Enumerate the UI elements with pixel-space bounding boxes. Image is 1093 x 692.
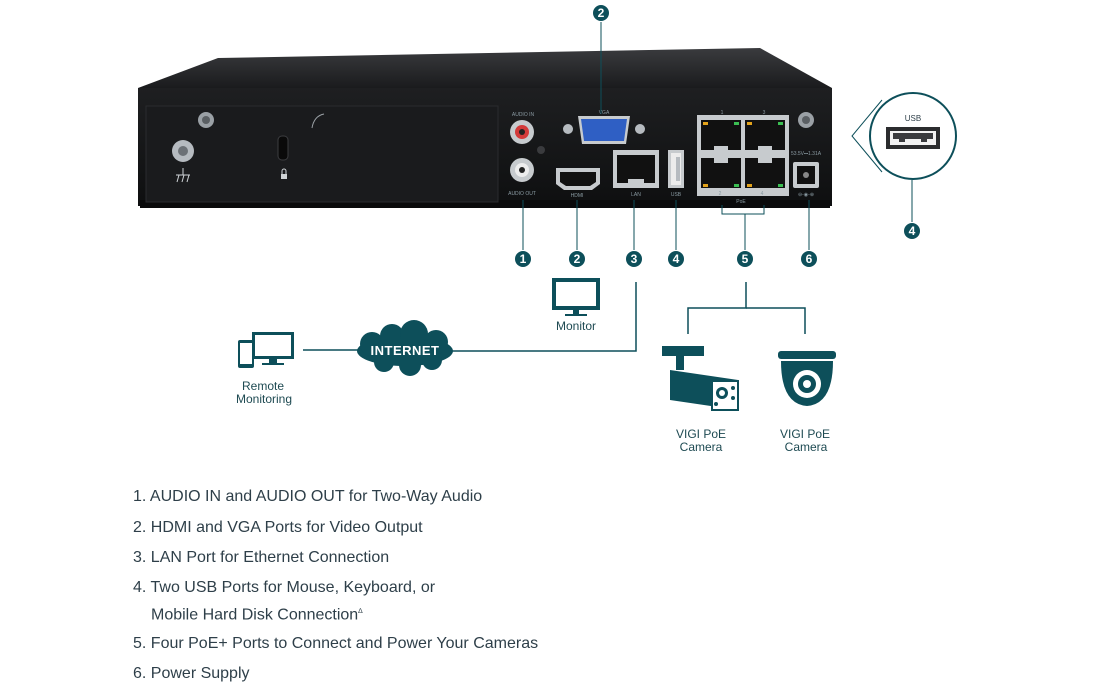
- screw-icon: [198, 112, 214, 128]
- callout-2-top: 2: [593, 5, 609, 114]
- feature-item: 1. AUDIO IN and AUDIO OUT for Two-Way Au…: [133, 488, 483, 505]
- callout-2: 2: [569, 200, 585, 267]
- remote-label-line1: Remote: [242, 379, 284, 393]
- monitor-label: Monitor: [556, 319, 596, 333]
- usb-zoom-label: USB: [905, 114, 921, 123]
- usb-zoom-callout: USB 4: [851, 92, 957, 239]
- camera2-label-line1: VIGI PoE: [780, 427, 830, 441]
- remote-devices-icon: [238, 332, 294, 368]
- polarity-icon: ⊖-◉-⊕: [798, 192, 814, 198]
- usb-label: USB: [671, 192, 682, 198]
- poe-label: PoE: [736, 199, 746, 205]
- camera1-label-line2: Camera: [680, 440, 723, 454]
- power-jack[interactable]: [793, 162, 819, 188]
- poe-port-1[interactable]: [701, 120, 741, 151]
- hdmi-port[interactable]: [556, 168, 600, 190]
- feature-item: 2. HDMI and VGA Ports for Video Output: [133, 518, 423, 536]
- callout-4: 4: [668, 200, 684, 267]
- svg-text:2: 2: [574, 252, 581, 266]
- vga-port[interactable]: [563, 116, 645, 144]
- callout-5: 5: [721, 205, 765, 267]
- lan-port[interactable]: [613, 150, 659, 188]
- feature-list: 1. AUDIO IN and AUDIO OUT for Two-Way Au…: [133, 484, 538, 692]
- camera-split-line: [687, 282, 747, 334]
- poe-port-3[interactable]: [745, 120, 785, 151]
- callout-3: 3: [626, 200, 642, 267]
- screw-icon: [798, 112, 814, 128]
- hdmi-label: HDMI: [571, 193, 584, 199]
- nvr-device: AUDIO IN AUDIO OUT VGA HDMI: [138, 48, 832, 208]
- feature-item: 5. Four PoE+ Ports to Connect and Power …: [133, 634, 539, 652]
- poe-port-number: 4: [761, 191, 764, 197]
- bullet-camera-icon: [662, 346, 739, 411]
- feature-item-line2: Mobile Hard Disk Connection∆: [133, 600, 538, 627]
- svg-text:4: 4: [909, 224, 916, 238]
- vga-label: VGA: [599, 110, 610, 116]
- lock-icon: [277, 135, 289, 179]
- internet-cloud-icon: INTERNET: [357, 320, 453, 376]
- feature-item: 6. Power Supply: [133, 665, 250, 682]
- svg-text:3: 3: [631, 252, 638, 266]
- svg-text:6: 6: [806, 252, 813, 266]
- dome-camera-icon: [778, 351, 836, 406]
- poe-port-number: 1: [721, 110, 724, 116]
- svg-text:1: 1: [520, 252, 527, 266]
- usb-port-icon: [886, 127, 940, 149]
- feature-item-line2-text: Mobile Hard Disk Connection: [151, 605, 359, 623]
- footnote-mark: ∆: [358, 607, 363, 615]
- audio-in-label: AUDIO IN: [512, 112, 535, 118]
- poe-port-number: 2: [719, 191, 722, 197]
- power-rating-label: 53.5V⎓1.31A: [791, 151, 822, 157]
- audio-out-label: AUDIO OUT: [508, 191, 536, 197]
- internet-label: INTERNET: [371, 343, 440, 358]
- ground-icon: [172, 140, 194, 183]
- feature-item: 4. Two USB Ports for Mouse, Keyboard, or…: [133, 576, 538, 631]
- audio-out-jack[interactable]: [510, 158, 534, 182]
- remote-label-line2: Monitoring: [236, 392, 292, 406]
- camera2-label-line2: Camera: [785, 440, 828, 454]
- poe-port-4[interactable]: [745, 158, 785, 188]
- svg-text:5: 5: [742, 252, 749, 266]
- lan-connection-line: [452, 282, 637, 352]
- audio-in-jack[interactable]: [510, 120, 534, 144]
- monitor-icon: [552, 278, 600, 316]
- callout-1: 1: [515, 200, 531, 267]
- callout-6: 6: [801, 200, 817, 267]
- poe-port-number: 3: [763, 110, 766, 116]
- lan-label: LAN: [631, 192, 641, 198]
- poe-port-2[interactable]: [701, 158, 741, 188]
- usb-port[interactable]: [668, 150, 684, 188]
- camera-split-line-right: [746, 307, 806, 334]
- svg-text:4: 4: [673, 252, 680, 266]
- device-top-panel: [138, 48, 832, 88]
- feature-item: 3. LAN Port for Ethernet Connection: [133, 549, 390, 566]
- nvr-connection-diagram: AUDIO IN AUDIO OUT VGA HDMI: [138, 5, 957, 454]
- svg-text:2: 2: [598, 6, 605, 20]
- feature-item-line1: 4. Two USB Ports for Mouse, Keyboard, or: [133, 578, 436, 596]
- camera1-label-line1: VIGI PoE: [676, 427, 726, 441]
